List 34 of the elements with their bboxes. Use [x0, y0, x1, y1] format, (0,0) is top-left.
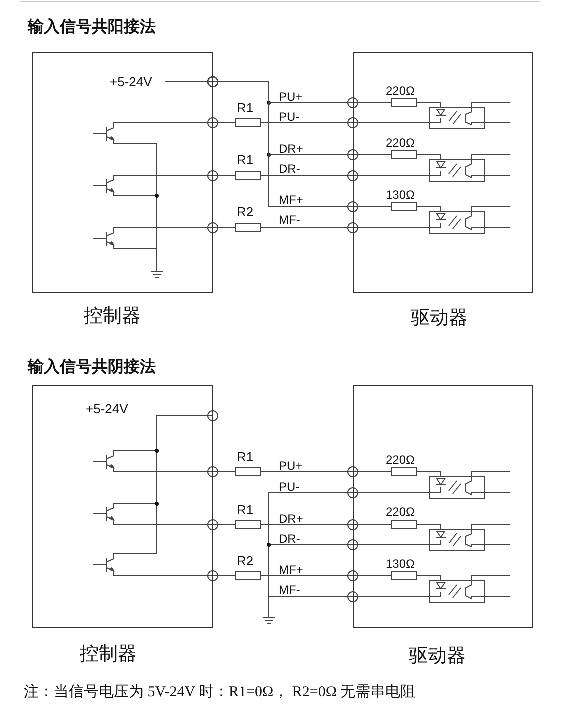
resistor-label: R1 [237, 154, 254, 166]
resistance-value: 130Ω [386, 558, 415, 570]
signal-label: DR- [279, 163, 300, 175]
signal-label: PU- [279, 111, 300, 123]
resistance-value: 220Ω [386, 137, 415, 149]
note: 注：当信号电压为 5V-24V 时：R1=0Ω， R2=0Ω 无需串电阻 [24, 686, 416, 700]
signal-label: DR+ [279, 143, 304, 155]
resistance-value: 220Ω [386, 506, 415, 518]
resistor-label: R1 [237, 504, 254, 516]
resistor-label: R1 [237, 102, 254, 114]
resistor-label: R2 [237, 206, 254, 218]
signal-label: PU+ [279, 91, 303, 103]
voltage-label: +5-24V [110, 76, 152, 88]
signal-label: MF+ [279, 194, 304, 206]
signal-label: DR+ [279, 513, 304, 525]
signal-label: DR- [279, 533, 300, 545]
signal-label: PU- [279, 481, 300, 493]
signal-label: MF+ [279, 564, 304, 576]
device-label: 控制器 [84, 307, 141, 326]
signal-label: PU+ [279, 460, 303, 472]
resistor-label: R2 [237, 554, 254, 568]
device-label: 驱动器 [411, 309, 468, 328]
section-heading: 输入信号共阴接法 [28, 360, 156, 376]
voltage-label: +5-24V [86, 402, 128, 416]
resistor-label: R1 [237, 450, 254, 464]
ground-symbol [262, 612, 276, 624]
section-heading: 输入信号共阳接法 [28, 20, 156, 36]
device-label: 驱动器 [409, 647, 466, 666]
resistance-value: 220Ω [386, 85, 415, 97]
resistance-value: 130Ω [386, 189, 415, 201]
signal-label: MF- [279, 214, 300, 226]
device-label: 控制器 [80, 645, 137, 664]
resistance-value: 220Ω [386, 454, 415, 466]
signal-label: MF- [279, 584, 300, 596]
